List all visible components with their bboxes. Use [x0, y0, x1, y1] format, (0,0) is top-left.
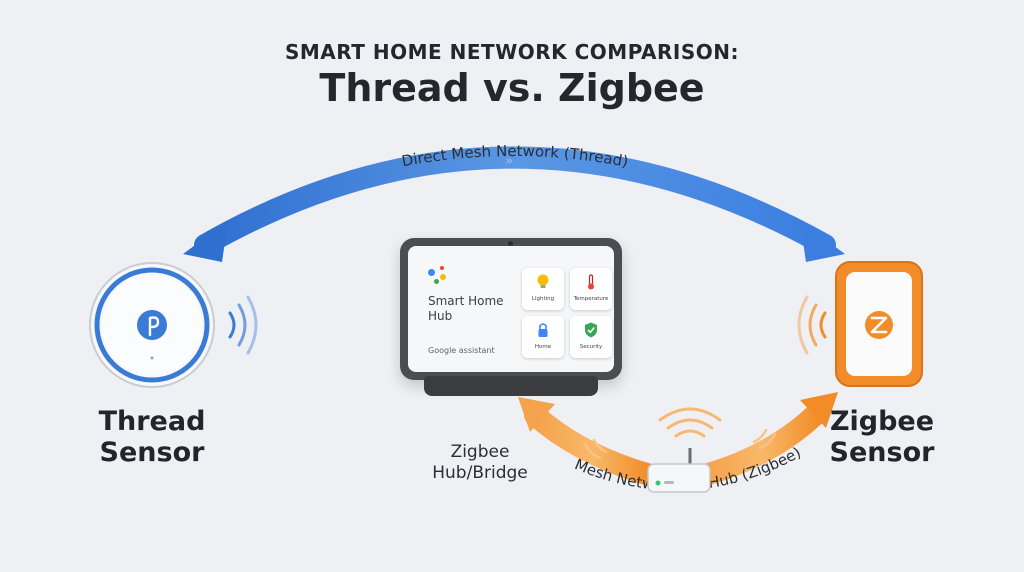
tile-label: Lighting — [531, 296, 555, 302]
lock-icon — [538, 323, 548, 337]
thermometer-icon — [588, 274, 594, 290]
zigbee-sensor-device — [835, 261, 923, 387]
tile-label: Home — [534, 344, 552, 350]
tile-lighting[interactable]: Lighting — [522, 268, 564, 310]
diagram-title: Thread vs. Zigbee — [319, 66, 705, 110]
thread-sensor-device — [89, 262, 215, 388]
tile-label: Security — [579, 344, 603, 350]
lightbulb-icon — [537, 274, 549, 288]
thread-sensor-label: Thread Sensor — [82, 406, 222, 468]
zigbee-arc — [518, 392, 838, 486]
zigbee-signal-icon — [583, 428, 777, 460]
diagram-subtitle: SMART HOME NETWORK COMPARISON: — [285, 40, 739, 64]
zigbee-sensor-label-line1: Zigbee — [829, 406, 935, 437]
thread-sensor-label-line1: Thread — [98, 406, 206, 437]
zigbee-sensor-signal-icon — [797, 295, 827, 355]
zigbee-hub-device — [647, 407, 722, 493]
tile-security[interactable]: Security — [570, 316, 612, 358]
smart-home-hub-display: Smart Home Hub Google assistant Lighting… — [400, 238, 622, 380]
thread-signal-icon — [228, 295, 258, 355]
chevron-right-icon: » — [505, 154, 513, 169]
zigbee-hub-label: Zigbee Hub/Bridge — [420, 442, 540, 484]
thread-logo-icon — [137, 310, 167, 340]
thread-arrowhead-left — [183, 221, 228, 262]
tile-temperature[interactable]: Temperature — [570, 268, 612, 310]
google-assistant-icon — [428, 264, 454, 290]
tile-label: Temperature — [573, 296, 609, 302]
hub-speaker-base — [424, 376, 598, 396]
shield-check-icon — [585, 322, 597, 338]
hub-title: Smart Home Hub — [428, 294, 504, 323]
thread-sensor-label-line2: Sensor — [99, 437, 205, 468]
tile-home[interactable]: Home — [522, 316, 564, 358]
thread-arc: » — [183, 146, 845, 262]
hub-camera — [508, 241, 513, 246]
zigbee-arrowhead-sensor — [800, 392, 838, 428]
zigbee-sensor-label-line2: Sensor — [829, 437, 935, 468]
hub-assistant-label: Google assistant — [428, 346, 495, 355]
zigbee-arrowhead-hub — [518, 397, 555, 432]
zigbee-sensor-label: Zigbee Sensor — [812, 406, 952, 468]
hub-screen: Smart Home Hub Google assistant Lighting… — [408, 246, 614, 372]
zigbee-hub-label-line1: Zigbee — [450, 442, 510, 462]
zigbee-hub-label-line2: Hub/Bridge — [432, 463, 528, 483]
wifi-signal-icon — [658, 407, 722, 438]
thread-arrowhead-right — [800, 221, 845, 262]
